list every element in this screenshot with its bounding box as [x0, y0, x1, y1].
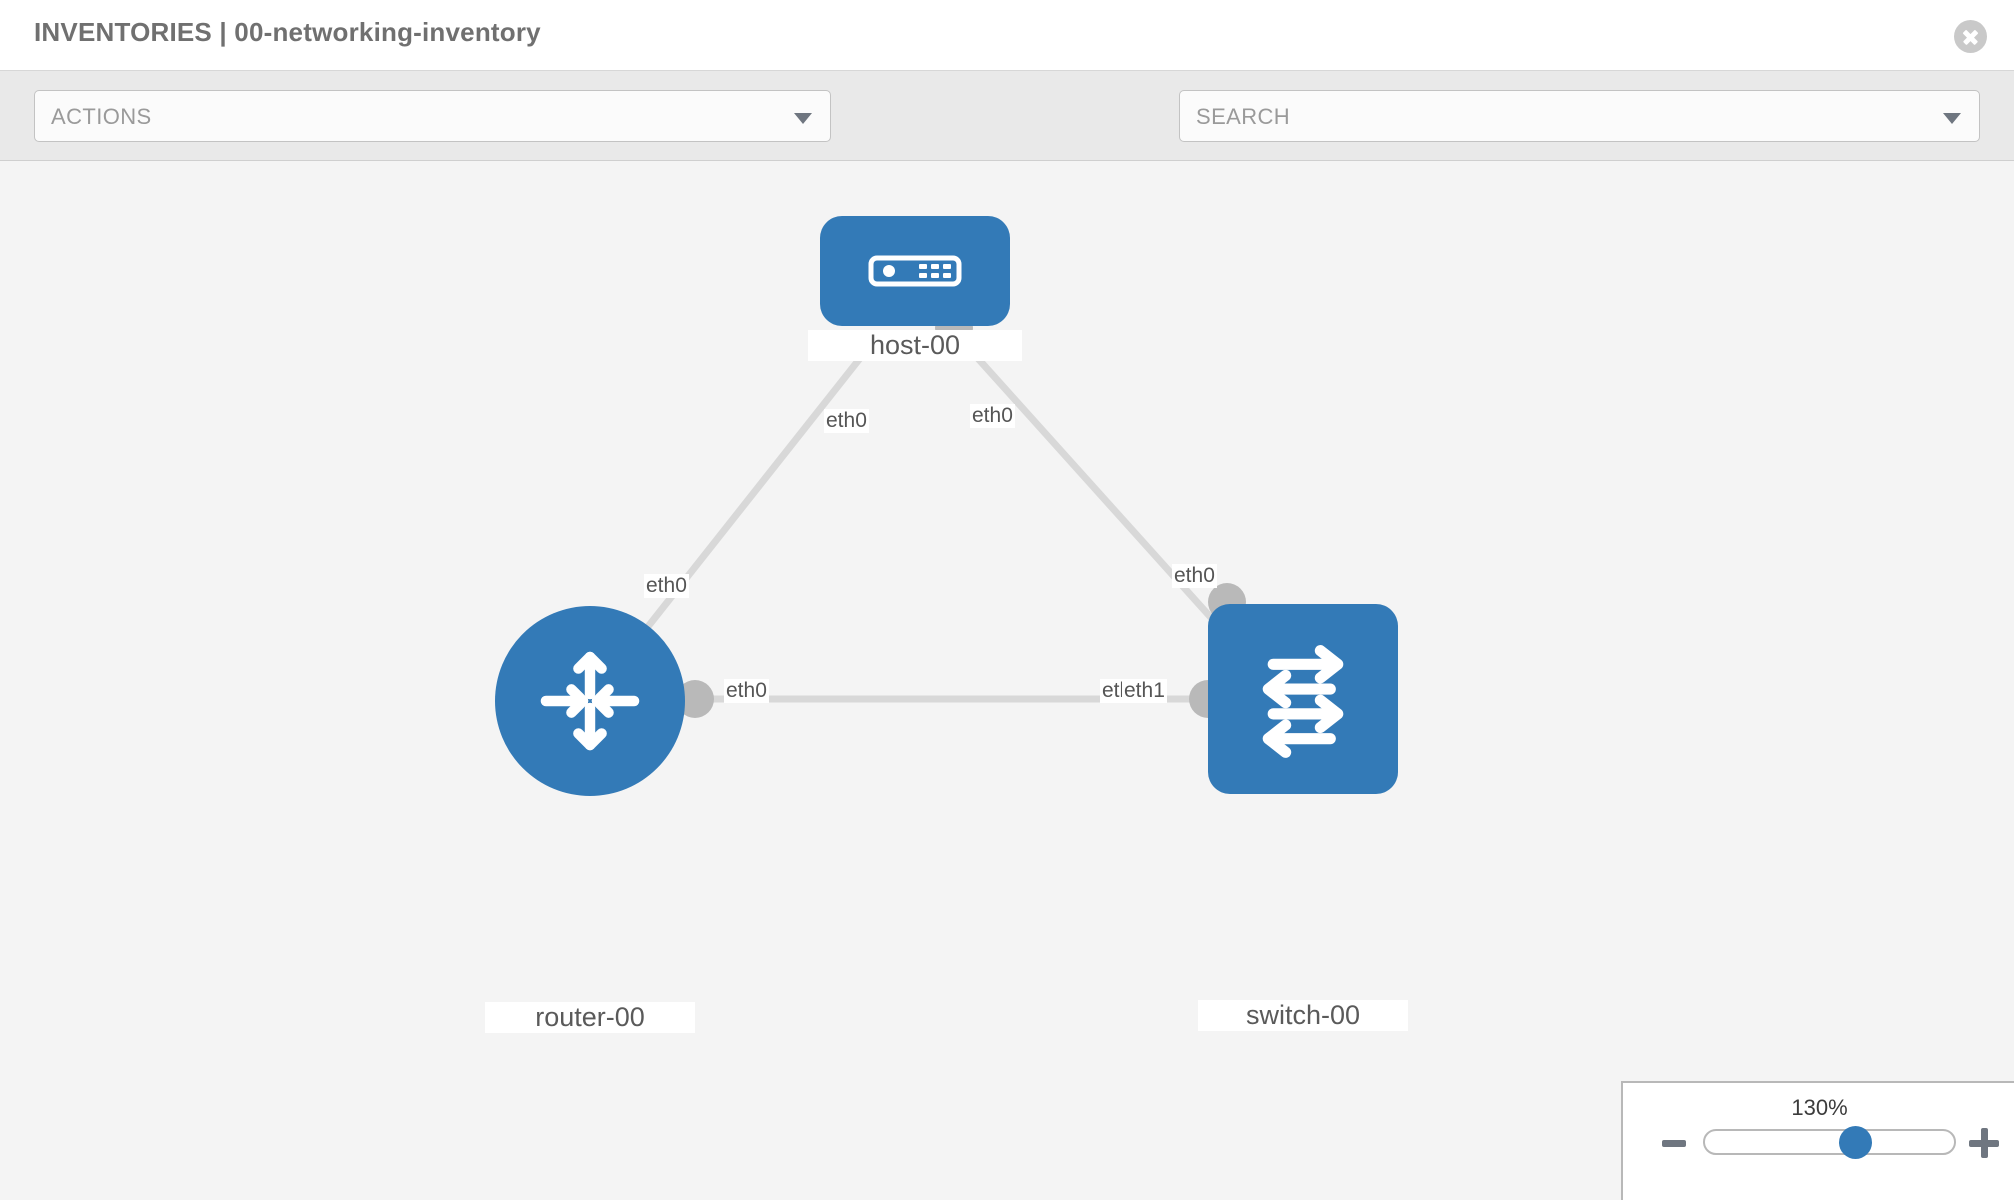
router-arrows-icon: [540, 651, 640, 751]
page-header: INVENTORIES | 00-networking-inventory: [0, 0, 2014, 71]
interface-label-host-right: eth0: [970, 404, 1015, 428]
interface-label-host-left: eth0: [824, 409, 869, 433]
topology-canvas[interactable]: host-00: [0, 161, 2014, 1200]
actions-dropdown-label: ACTIONS: [51, 104, 152, 129]
node-router-00-shape[interactable]: [495, 606, 685, 796]
topology-edges: [602, 330, 1235, 703]
zoom-slider[interactable]: [1703, 1125, 1956, 1159]
interface-label-router-upper: eth0: [644, 574, 689, 598]
chevron-down-icon: [794, 113, 812, 124]
edge-host00-switch00: [952, 330, 1235, 644]
chevron-down-icon: [1943, 113, 1961, 124]
zoom-in-button[interactable]: [1969, 1128, 1999, 1158]
zoom-control-panel: 130%: [1621, 1081, 2014, 1200]
node-switch-00-label: switch-00: [1198, 1000, 1408, 1031]
node-host-00-shape[interactable]: [820, 216, 1010, 326]
switch-arrows-icon: [1262, 645, 1344, 758]
zoom-level-value: 130%: [1791, 1095, 1848, 1120]
edge-host00-router00: [602, 330, 883, 684]
interface-label-switch-left: eth1: [1122, 679, 1167, 703]
search-input-placeholder: SEARCH: [1196, 104, 1291, 129]
zoom-slider-handle[interactable]: [1839, 1125, 1873, 1159]
node-router-00-label: router-00: [485, 1002, 695, 1033]
interface-label-switch-upper: eth0: [1172, 564, 1217, 588]
server-icon: [868, 255, 962, 287]
page-title: INVENTORIES | 00-networking-inventory: [34, 17, 541, 47]
close-icon[interactable]: [1954, 20, 1987, 53]
node-host-00-label: host-00: [808, 330, 1022, 361]
actions-dropdown[interactable]: ACTIONS: [34, 90, 831, 142]
toolbar: ACTIONS SEARCH: [0, 71, 2014, 199]
search-input[interactable]: SEARCH: [1179, 90, 1980, 142]
interface-label-router-right: eth0: [724, 679, 769, 703]
zoom-out-button[interactable]: [1662, 1140, 1686, 1147]
node-switch-00-shape[interactable]: [1208, 604, 1398, 794]
